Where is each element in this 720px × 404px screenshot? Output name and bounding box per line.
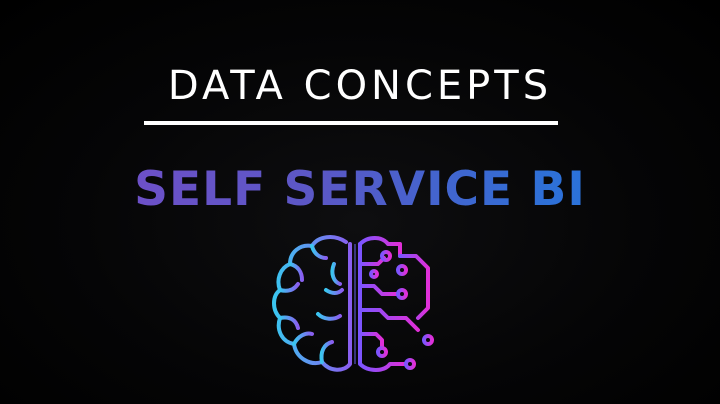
header-title: DATA CONCEPTS [167, 63, 553, 109]
brain-right-hemisphere [358, 236, 434, 372]
brain-circuit-icon [272, 235, 434, 372]
brain-left-hemisphere [272, 235, 352, 372]
title-underline [144, 121, 558, 125]
subtitle: SELF SERVICE BI [0, 160, 720, 220]
